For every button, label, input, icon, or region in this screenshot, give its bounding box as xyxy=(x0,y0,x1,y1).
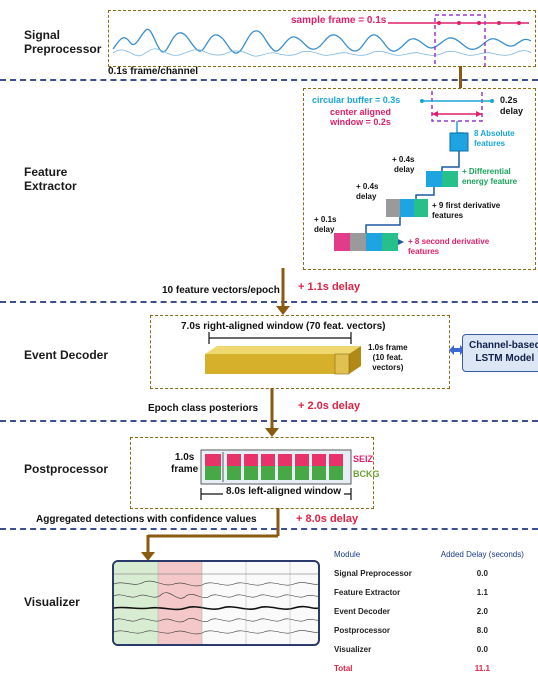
row-delay: 8.0 xyxy=(476,626,488,635)
differential-feature-label: + Differential energy feature xyxy=(462,167,518,186)
row-delay: 1.1 xyxy=(476,588,488,597)
stage-label-feature-extractor: Feature Extractor xyxy=(24,165,77,193)
center-window-label: center aligned window = 0.2s xyxy=(330,107,392,127)
row-module: Signal Preprocessor xyxy=(334,569,412,578)
epoch-posteriors-label: Epoch class posteriors xyxy=(148,403,259,414)
post-window-label: 8.0s left-aligned window xyxy=(223,486,345,497)
delay-8.0-label: + 8.0s delay xyxy=(296,513,359,525)
lstm-model-label: Channel-based LSTM Model xyxy=(469,340,538,364)
event-decoder-box: 7.0s right-aligned window (70 feat. vect… xyxy=(150,315,450,389)
stage-label-postprocessor: Postprocessor xyxy=(24,462,109,476)
feature-vectors-label: 10 feature vectors/epoch xyxy=(162,285,280,296)
frame-channel-label: 0.1s frame/channel xyxy=(108,66,199,77)
row-module: Postprocessor xyxy=(334,626,391,635)
row-delay-total: 11.1 xyxy=(474,664,490,673)
aggregated-label: Aggregated detections with confidence va… xyxy=(36,514,257,525)
lstm-model-box: Channel-based LSTM Model xyxy=(462,334,538,372)
divider-1 xyxy=(0,79,538,81)
delay-table: Module Added Delay (seconds) Signal Prep… xyxy=(334,545,534,678)
divider-3 xyxy=(0,420,538,422)
decoder-window-label: 7.0s right-aligned window (70 feat. vect… xyxy=(181,321,386,332)
bckg-label: BCKG xyxy=(353,469,380,479)
double-arrow-icon xyxy=(449,345,465,355)
table-row: Event Decoder 2.0 xyxy=(334,602,534,621)
eeg-traces xyxy=(114,562,318,644)
absolute-features-label: 8 Absolute features xyxy=(474,129,515,148)
row-delay: 0.0 xyxy=(476,569,488,578)
decoder-window-graphic xyxy=(205,332,361,375)
table-row: Postprocessor 8.0 xyxy=(334,621,534,640)
row-delay: 0.0 xyxy=(476,645,488,654)
postprocessor-graphic xyxy=(200,449,352,500)
delay-0.4a-label: + 0.4s delay xyxy=(392,155,415,174)
header-delay: Added Delay (seconds) xyxy=(440,550,524,559)
circular-buffer-label: circular buffer = 0.3s xyxy=(312,95,401,105)
sample-frame-label: sample frame = 0.1s xyxy=(289,15,389,26)
delay-2.0-label: + 2.0s delay xyxy=(298,400,361,412)
table-row: Signal Preprocessor 0.0 xyxy=(334,564,534,583)
arrow-post-to-visualizer xyxy=(141,508,280,561)
second-derivative-label: + 8 second derivative features xyxy=(408,237,490,256)
delay-0.1-label: + 0.1s delay xyxy=(314,215,337,234)
table-row: Visualizer 0.0 xyxy=(334,640,534,659)
table-row-total: Total 11.1 xyxy=(334,659,534,678)
feature-extractor-graphic xyxy=(334,89,494,251)
post-frame-label: 1.0s frame xyxy=(171,452,199,475)
delay-table-header: Module Added Delay (seconds) xyxy=(334,545,534,564)
stage-label-event-decoder: Event Decoder xyxy=(24,348,109,362)
stage-label-signal-preprocessor: Signal Preprocessor xyxy=(24,28,102,56)
divider-4 xyxy=(0,528,538,530)
arrow-feature-to-decoder xyxy=(276,268,290,315)
divider-2 xyxy=(0,301,538,303)
delay-0.4b-label: + 0.4s delay xyxy=(356,182,379,201)
visualizer-screen xyxy=(112,560,320,646)
postprocessor-box: 1.0s frame SEIZ BCKG 8.0s left-aligned w… xyxy=(130,437,380,509)
delay-1.1-label: + 1.1s delay xyxy=(298,281,361,293)
first-derivative-label: + 9 first derivative features xyxy=(432,201,501,220)
row-module: Visualizer xyxy=(334,645,372,654)
row-module: Event Decoder xyxy=(334,607,391,616)
feature-extractor-box: circular buffer = 0.3s center aligned wi… xyxy=(303,88,536,270)
row-module-total: Total xyxy=(334,664,353,673)
signal-preprocessor-box: sample frame = 0.1s xyxy=(108,10,536,67)
decoder-frame-label: 1.0s frame (10 feat. vectors) xyxy=(368,343,408,372)
stage-label-visualizer: Visualizer xyxy=(24,595,80,609)
table-row: Feature Extractor 1.1 xyxy=(334,583,534,602)
row-delay: 2.0 xyxy=(476,607,488,616)
arrow-decoder-to-post xyxy=(265,388,279,437)
row-module: Feature Extractor xyxy=(334,588,401,597)
arrow-signal-to-feature xyxy=(459,66,462,90)
seiz-label: SEIZ xyxy=(353,454,374,464)
delay-0.2-label: 0.2s delay xyxy=(500,95,524,116)
header-module: Module xyxy=(334,550,361,559)
